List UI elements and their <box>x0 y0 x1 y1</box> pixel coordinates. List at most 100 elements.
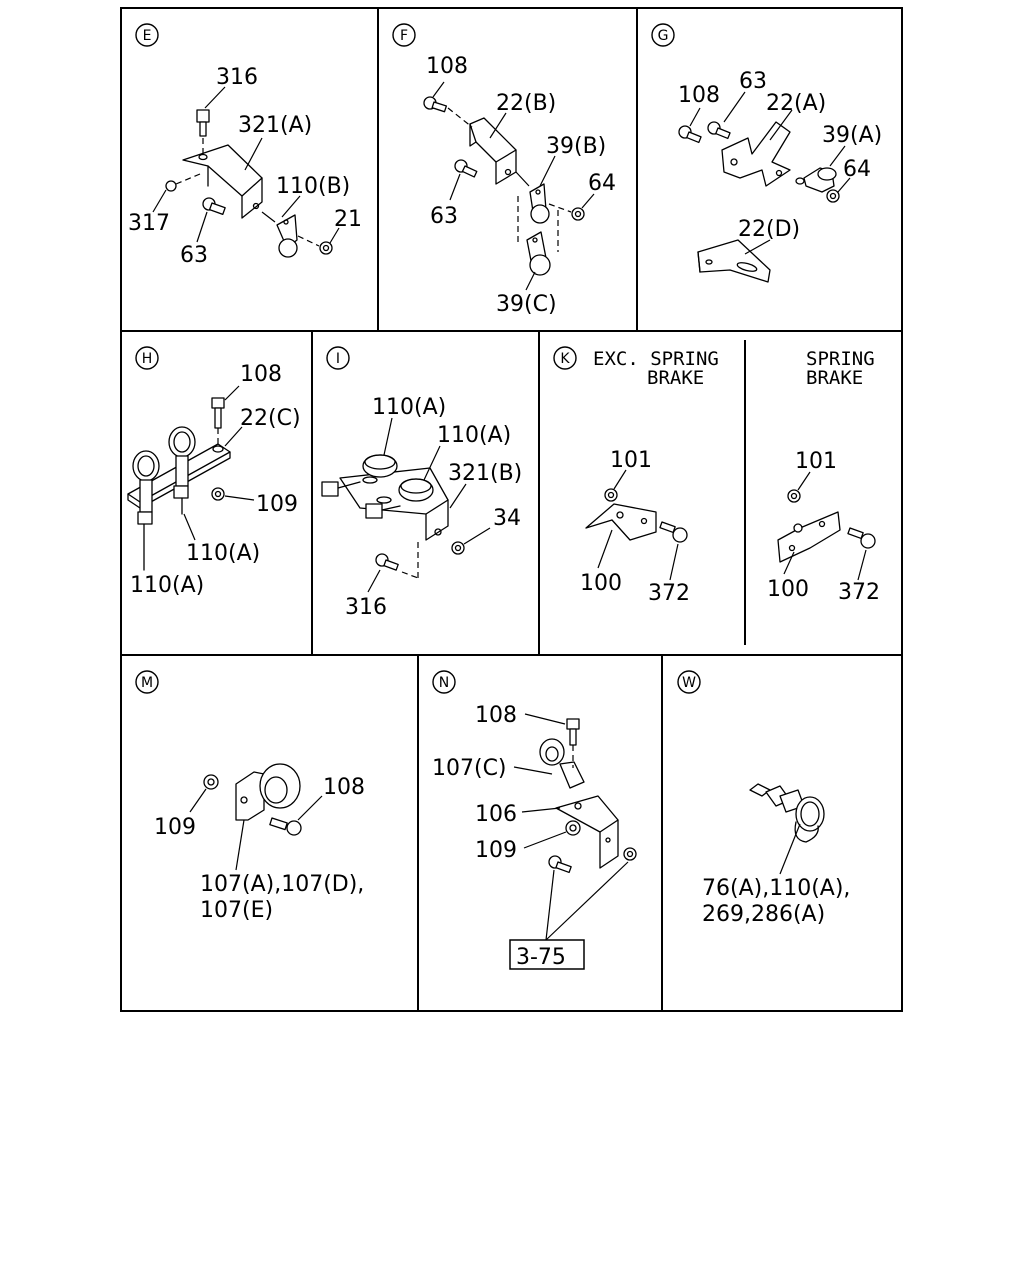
nut-64-g <box>826 189 840 203</box>
nut-109-m <box>203 774 219 790</box>
section-marker-w: W <box>677 670 701 694</box>
section-letter: H <box>142 351 153 367</box>
section-marker-f: F <box>392 23 416 47</box>
part-number-label: 22(D) <box>738 217 800 242</box>
part-number-label: 39(B) <box>546 134 606 159</box>
section-k: K EXC. SPRING BRAKE SPRING BRAKE <box>553 346 880 606</box>
clip-110b <box>276 214 298 258</box>
section-marker-n: N <box>432 670 456 694</box>
part-number-label: 110(A) <box>437 423 511 448</box>
bracket-321b <box>339 467 449 541</box>
section-marker-g: G <box>651 23 675 47</box>
part-number-label: 316 <box>216 65 258 90</box>
bolt-108-m <box>269 817 302 836</box>
section-letter: E <box>143 28 152 44</box>
bracket-22a <box>721 121 791 187</box>
part-number-label: 63 <box>430 204 458 229</box>
tie-strap <box>749 783 825 843</box>
nut-21 <box>319 241 333 255</box>
bracket-22d <box>697 239 771 283</box>
clamp-107 <box>235 763 301 821</box>
bolt-lower-n <box>548 855 572 874</box>
part-number-label: 64 <box>843 157 871 182</box>
part-number-label: 108 <box>426 54 468 79</box>
clip-39b <box>529 183 550 224</box>
section-marker-m: M <box>135 670 159 694</box>
bracket-106 <box>555 795 619 869</box>
part-number-label: 107(A),107(D), <box>200 872 364 897</box>
part-number-label: 269,286(A) <box>702 902 825 927</box>
nut-34 <box>451 541 465 555</box>
bolt-63-g <box>707 121 731 140</box>
nut-317 <box>165 180 177 192</box>
reference-box[interactable]: 3-75 <box>509 939 585 970</box>
note-brake: BRAKE <box>806 367 863 389</box>
section-i: I <box>321 346 522 620</box>
nut-109 <box>211 487 225 501</box>
bracket-22b <box>469 117 517 185</box>
clip-110a-left <box>132 450 160 571</box>
bolt-63-f <box>454 159 478 178</box>
bolt-63 <box>202 197 226 216</box>
part-number-label: 110(A) <box>372 395 446 420</box>
part-number-label: 22(A) <box>766 91 826 116</box>
section-letter: K <box>560 351 570 367</box>
part-number-label: 22(B) <box>496 91 556 116</box>
bolt-108-n <box>566 718 580 768</box>
bolt-316 <box>196 109 210 155</box>
part-number-label: 3-75 <box>516 945 566 970</box>
nut-lower-n <box>623 847 637 861</box>
nut-101-right <box>787 489 801 503</box>
part-number-label: 39(C) <box>496 292 557 317</box>
part-number-label: 108 <box>678 83 720 108</box>
clamp-107c <box>539 738 585 789</box>
part-number-label: 321(A) <box>238 113 312 138</box>
part-number-label: 34 <box>493 506 521 531</box>
bolt-108-g <box>678 125 702 144</box>
nut-64 <box>571 207 585 221</box>
bolt-108-h <box>211 397 225 444</box>
section-h: H <box>127 346 301 598</box>
bolt-372-left <box>659 521 688 543</box>
part-number-label: 108 <box>475 703 517 728</box>
section-w: W 76(A),110(A), 269,286(A) <box>677 670 850 927</box>
nut-101-left <box>604 488 618 502</box>
bolt-108 <box>423 96 448 113</box>
part-number-label: 110(A) <box>186 541 260 566</box>
bracket-321a <box>182 144 263 219</box>
section-marker-h: H <box>135 346 159 370</box>
section-m: M 109 108 107(A),107(D), 107(E) <box>135 670 365 923</box>
part-number-label: 110(A) <box>130 573 204 598</box>
part-number-label: 21 <box>334 207 362 232</box>
part-number-label: 372 <box>648 581 690 606</box>
clip-39c <box>526 231 551 276</box>
section-marker-e: E <box>135 23 159 47</box>
part-number-label: 108 <box>240 362 282 387</box>
part-number-label: 109 <box>154 815 196 840</box>
part-number-label: 106 <box>475 802 517 827</box>
note-exc-brake: BRAKE <box>647 367 704 389</box>
section-marker-i: I <box>326 346 350 370</box>
part-number-label: 39(A) <box>822 123 882 148</box>
part-number-label: 109 <box>256 492 298 517</box>
bolt-316-i <box>375 540 419 579</box>
note-spring: SPRING <box>806 348 875 370</box>
section-e: E <box>128 23 362 268</box>
section-f: F <box>392 23 616 317</box>
bracket-100-left <box>585 503 657 541</box>
section-letter: W <box>682 675 696 691</box>
section-letter: I <box>336 351 340 367</box>
part-number-label: 110(B) <box>276 174 350 199</box>
nut-109-n <box>565 820 581 836</box>
part-number-label: 101 <box>610 448 652 473</box>
part-number-label: 22(C) <box>240 406 301 431</box>
section-n: N <box>432 670 637 970</box>
diagram-frame <box>120 7 903 1012</box>
part-number-label: 316 <box>345 595 387 620</box>
section-letter: M <box>141 675 153 691</box>
part-number-label: 100 <box>767 577 809 602</box>
part-number-label: 372 <box>838 580 880 605</box>
section-letter: F <box>400 28 408 44</box>
part-number-label: 63 <box>739 69 767 94</box>
